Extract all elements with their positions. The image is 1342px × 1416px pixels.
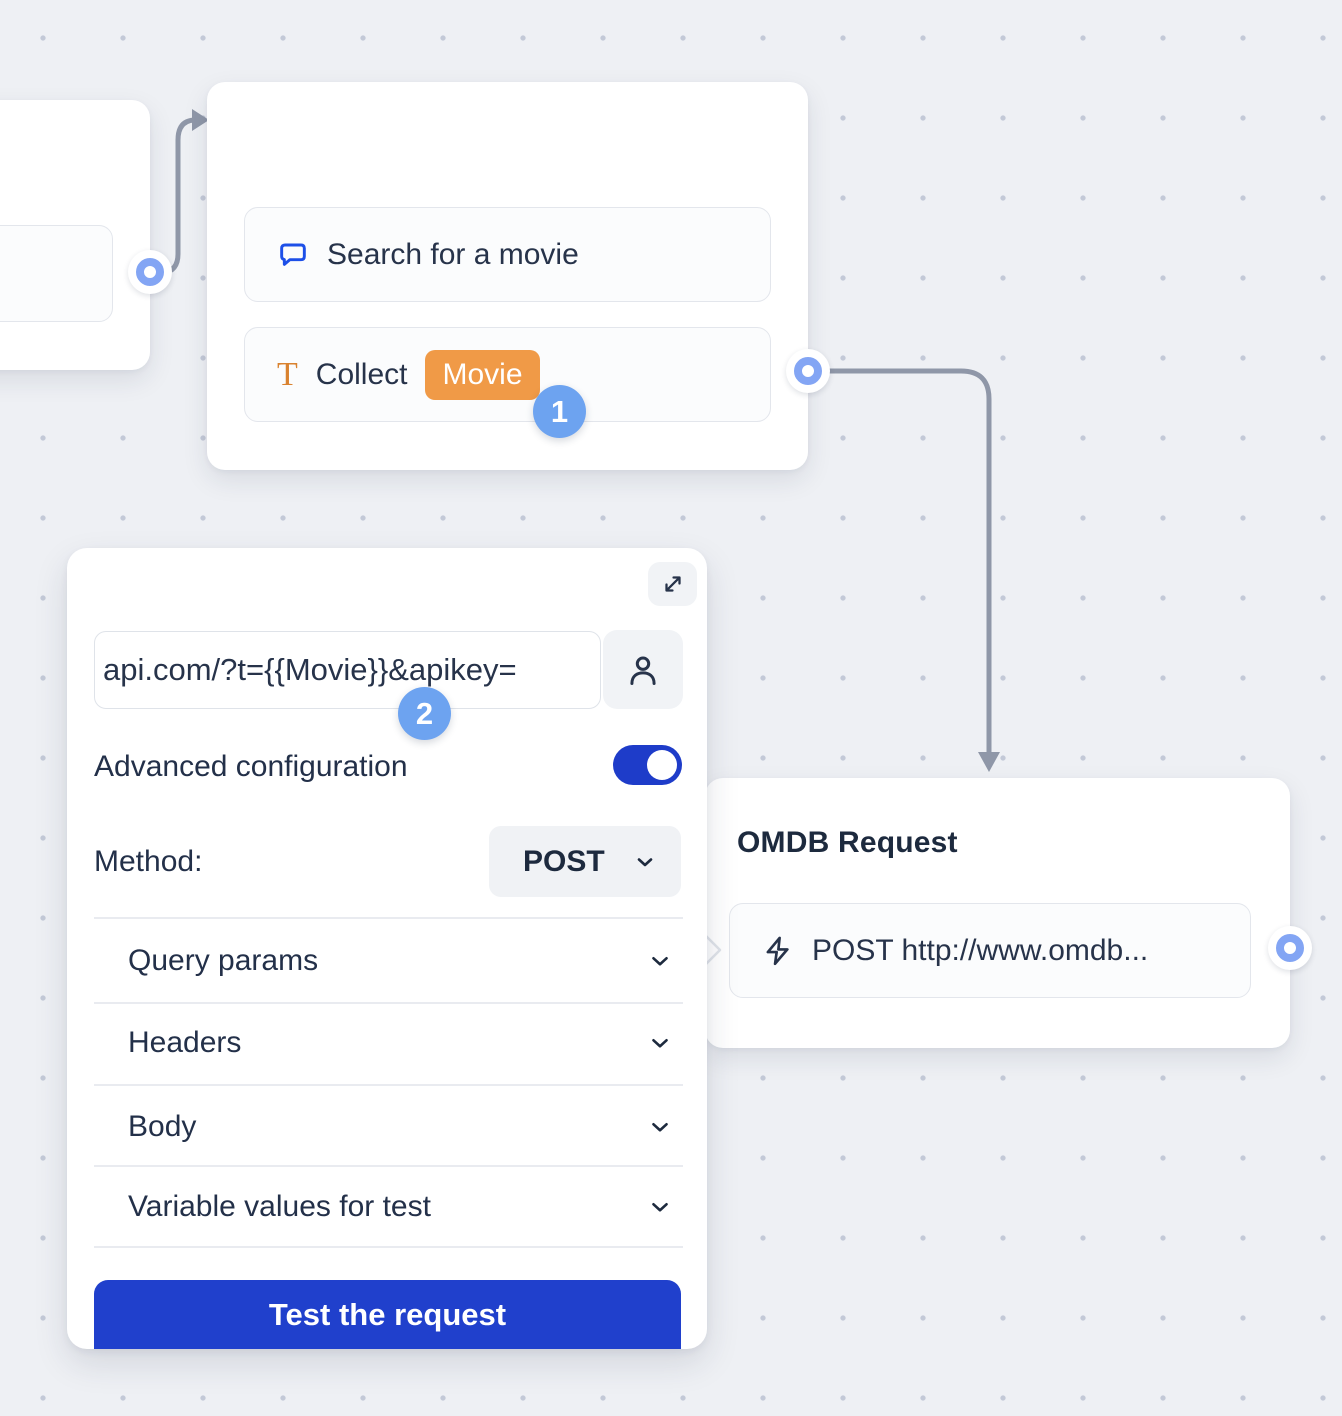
webhook-block[interactable]: POST http://www.omdb... [729,903,1251,998]
advanced-config-toggle[interactable] [613,745,682,785]
section-body[interactable]: Body [94,1106,683,1148]
expand-icon [664,576,681,592]
question-label: Search for a movie [327,237,579,271]
section-variable-values[interactable]: Variable values for test [94,1186,683,1228]
collect-label: Collect [315,357,408,391]
section-query-params[interactable]: Query params [94,940,683,982]
input-caret [703,933,722,967]
section-label: Body [128,1110,197,1143]
expand-button[interactable] [648,562,697,606]
movie-search-output-port[interactable] [786,349,830,393]
step-1-badge: 1 [533,385,586,438]
person-icon [630,655,656,685]
section-label: Query params [128,944,319,977]
port-ring [1276,934,1304,962]
step-2-badge: 2 [398,687,451,740]
divider [94,1084,683,1086]
method-value: POST [523,844,605,878]
omdb-output-port[interactable] [1268,926,1312,970]
partial-node-card[interactable] [0,100,150,370]
chevron-down-icon [637,857,653,866]
port-ring [794,357,822,385]
movie-search-node[interactable]: Movie search Search for a movie T Collec… [207,82,808,470]
section-headers[interactable]: Headers [94,1022,683,1064]
divider [94,1165,683,1167]
question-text-block[interactable]: Search for a movie [244,207,771,302]
collect-variable-block[interactable]: T Collect Movie [244,327,771,422]
url-input[interactable]: api.com/?t={{Movie}}&apikey= [94,631,601,709]
webhook-config-panel: api.com/?t={{Movie}}&apikey= Advanced co… [67,548,707,1349]
method-select[interactable]: POST [489,826,681,897]
text-input-icon: T [277,355,298,393]
chat-bubble-icon [280,243,306,266]
divider [94,1246,683,1248]
variable-chip[interactable]: Movie [425,349,540,400]
output-port[interactable] [128,250,172,294]
node-title: OMDB Request [737,826,958,859]
toggle-knob [647,750,677,780]
chevron-down-icon [652,1202,668,1212]
webhook-label: POST http://www.omdb... [812,933,1149,967]
method-label: Method: [94,845,203,878]
divider [94,917,683,919]
test-request-button[interactable]: Test the request [94,1280,681,1349]
partial-node-item[interactable] [0,225,113,322]
divider [94,1002,683,1004]
chevron-down-icon [652,1122,668,1132]
bolt-icon [766,936,789,965]
chevron-down-icon [652,1038,668,1048]
user-variable-button[interactable] [603,630,683,709]
omdb-request-node[interactable]: OMDB Request POST http://www.omdb... [705,778,1290,1048]
port-ring [136,258,164,286]
url-value: api.com/?t={{Movie}}&apikey= [103,652,517,687]
advanced-config-label: Advanced configuration [94,750,408,783]
section-label: Headers [128,1026,242,1059]
chevron-down-icon [652,956,668,966]
section-label: Variable values for test [128,1190,431,1223]
